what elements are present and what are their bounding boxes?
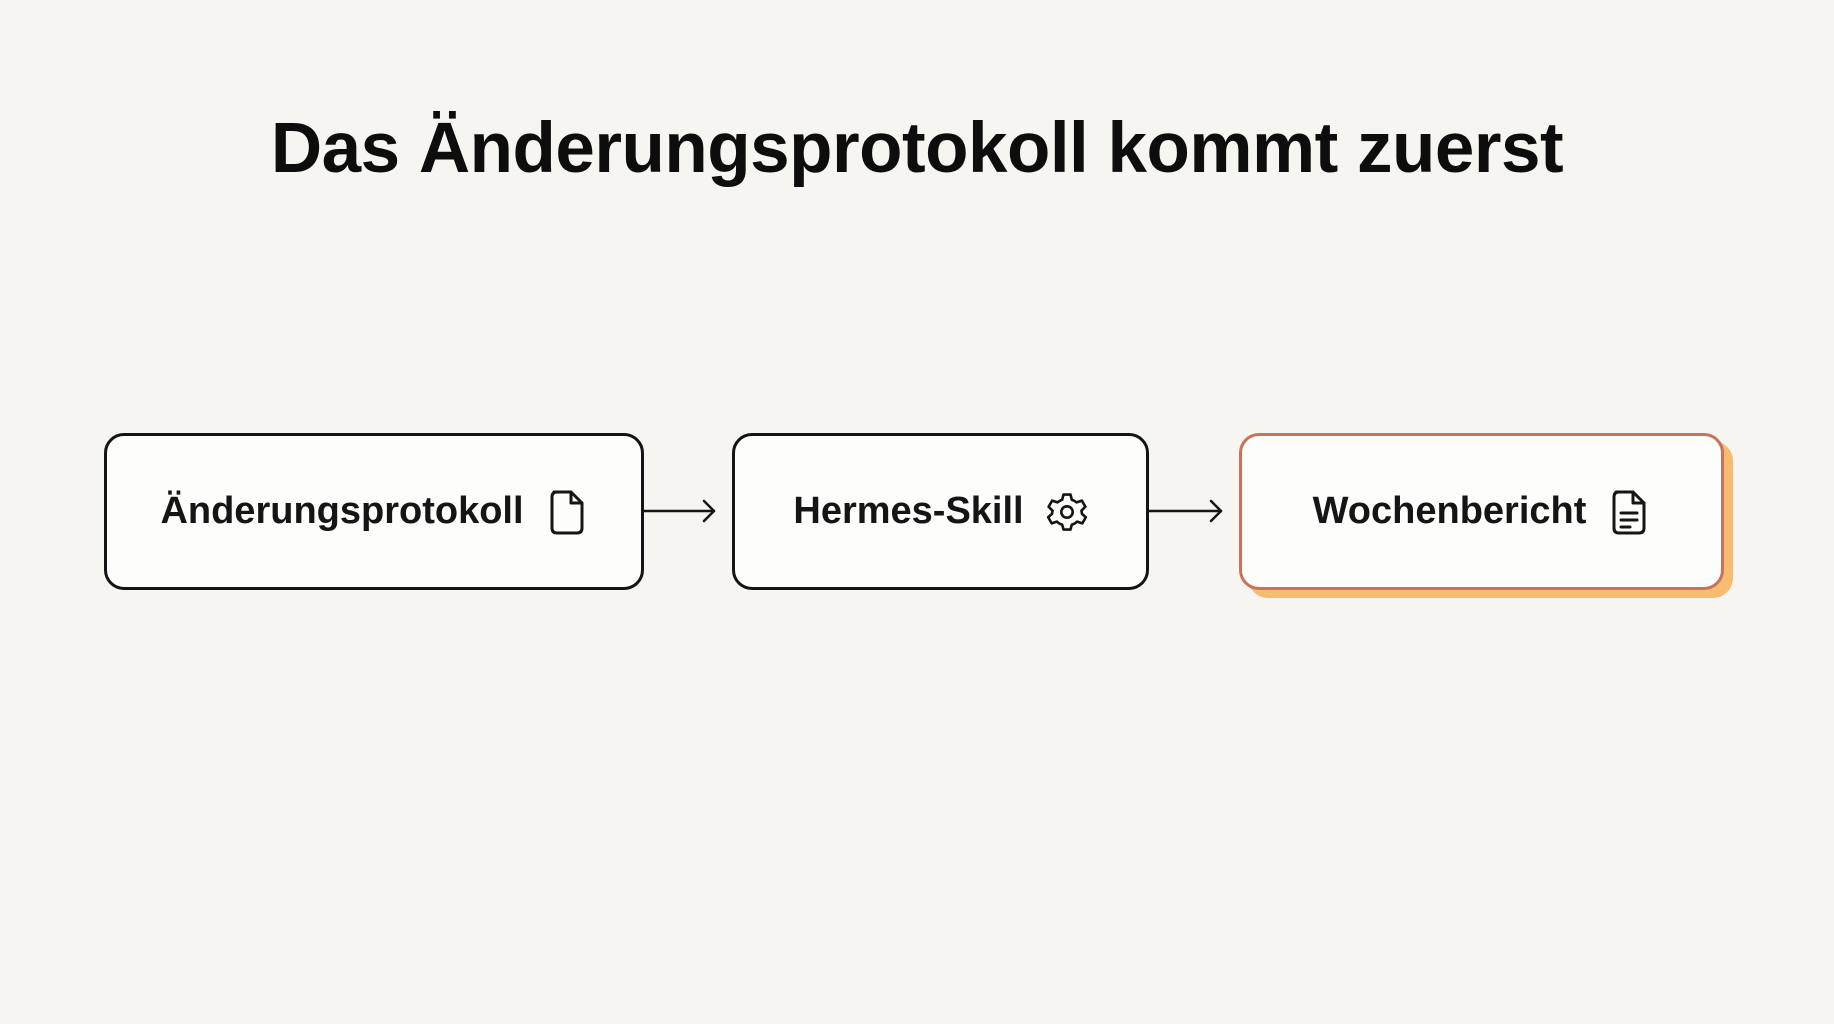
- node-wochenbericht: Wochenbericht: [1239, 433, 1724, 590]
- node-label: Änderungsprotokoll: [160, 490, 524, 532]
- arrow-connector: [644, 496, 718, 526]
- node-hermes-skill: Hermes-Skill: [732, 433, 1149, 590]
- node-label: Hermes-Skill: [793, 490, 1024, 532]
- page-title: Das Änderungsprotokoll kommt zuerst: [270, 109, 1564, 188]
- file-icon: [546, 488, 588, 536]
- node-label: Wochenbericht: [1312, 490, 1587, 532]
- arrow-connector: [1149, 496, 1225, 526]
- document-text-icon: [1608, 488, 1650, 536]
- gear-icon: [1046, 488, 1088, 536]
- node-aenderungsprotokoll: Änderungsprotokoll: [104, 433, 644, 590]
